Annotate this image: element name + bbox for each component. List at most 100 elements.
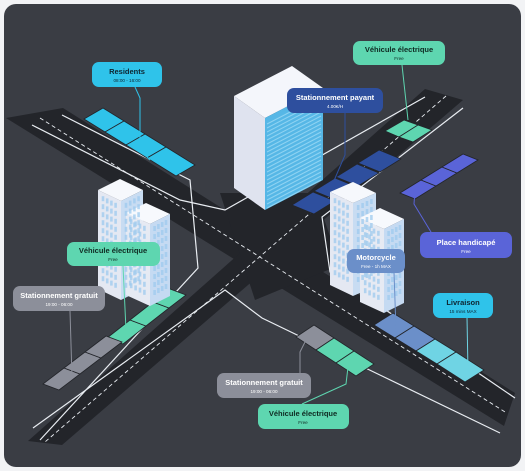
window <box>356 245 360 250</box>
window <box>105 238 109 244</box>
window <box>164 228 168 233</box>
window-stripe <box>266 175 322 205</box>
window <box>370 199 373 204</box>
window <box>105 230 109 236</box>
window <box>356 229 360 234</box>
window <box>356 237 360 242</box>
window <box>134 221 137 227</box>
window <box>387 279 390 284</box>
window <box>164 276 168 281</box>
window <box>137 204 140 210</box>
window-stripe <box>266 171 322 201</box>
window <box>153 226 156 231</box>
window <box>129 219 133 225</box>
window <box>124 234 128 240</box>
parking-bays <box>42 107 485 391</box>
callout-ev-bottom: Véhicule électrique Free <box>258 404 349 429</box>
window <box>143 273 146 279</box>
window <box>164 268 168 273</box>
window <box>398 281 402 286</box>
callout-gratuit-left-title: Stationnement gratuit <box>20 291 98 300</box>
window <box>137 268 140 274</box>
window <box>346 220 349 226</box>
window <box>363 224 367 230</box>
window-stripe <box>266 131 322 161</box>
window <box>128 216 132 222</box>
window <box>164 260 168 265</box>
window <box>391 237 394 242</box>
window <box>372 292 376 298</box>
leader-handicape <box>413 189 435 238</box>
window <box>114 226 117 232</box>
window <box>157 232 160 237</box>
callout-motorcycle-subtitle: Free - 1h MAX <box>361 264 391 269</box>
window <box>346 204 349 210</box>
window <box>337 232 341 238</box>
window <box>157 272 160 277</box>
window <box>365 273 369 278</box>
lane-markings <box>39 95 506 443</box>
window-stripe <box>266 135 322 165</box>
callout-livraison-subtitle: 15 mins MAX <box>449 309 476 314</box>
window <box>377 238 380 244</box>
leader-gratuit-bottom <box>299 335 309 373</box>
window <box>394 235 398 240</box>
callout-gratuit-bottom-title: Stationnement gratuit <box>225 378 303 387</box>
callout-payant-subtitle: 4.00€/H <box>327 104 343 109</box>
leader-residents <box>134 86 151 161</box>
window <box>160 254 164 259</box>
window <box>164 220 168 225</box>
window <box>105 198 109 204</box>
window <box>394 227 398 232</box>
window <box>153 234 156 239</box>
building-central-tower <box>234 66 323 210</box>
window <box>342 234 345 240</box>
callouts: Residents 08:00 - 16:00 Véhicule électri… <box>13 41 512 429</box>
window <box>153 282 156 287</box>
window <box>398 241 402 246</box>
leader-motorcycle <box>393 271 397 331</box>
window <box>164 284 168 289</box>
window <box>110 232 113 238</box>
window <box>387 231 390 236</box>
window <box>377 230 380 236</box>
window <box>387 271 390 276</box>
window <box>124 202 128 208</box>
window <box>346 212 349 218</box>
window <box>133 198 136 204</box>
window <box>370 223 373 228</box>
window <box>387 287 390 292</box>
window <box>342 242 345 248</box>
building-central-roof <box>234 66 323 118</box>
window-stripe <box>266 139 322 169</box>
window <box>356 213 360 218</box>
window <box>114 274 117 280</box>
callout-payant-title: Stationnement payant <box>296 93 375 102</box>
window <box>342 258 345 264</box>
window <box>342 202 345 208</box>
window <box>394 275 398 280</box>
leader-payant <box>329 112 346 191</box>
window <box>372 276 376 282</box>
window <box>363 272 367 278</box>
callout-stationnement-gratuit-bottom: Stationnement gratuit 19:00 - 06:00 <box>217 373 311 398</box>
window <box>365 201 369 206</box>
window <box>333 214 337 220</box>
leader-ev-left <box>122 265 127 331</box>
window <box>114 282 117 288</box>
window <box>157 224 160 229</box>
window <box>377 286 380 292</box>
window <box>398 273 402 278</box>
window <box>105 270 109 276</box>
window <box>114 210 117 216</box>
window <box>105 278 109 284</box>
window <box>101 268 105 274</box>
window <box>372 284 376 290</box>
window <box>128 208 132 214</box>
window <box>105 206 109 212</box>
bay-ev-top-2 <box>398 124 433 143</box>
window <box>342 266 345 272</box>
callout-residents: Residents 08:00 - 16:00 <box>92 62 162 87</box>
window <box>105 214 109 220</box>
